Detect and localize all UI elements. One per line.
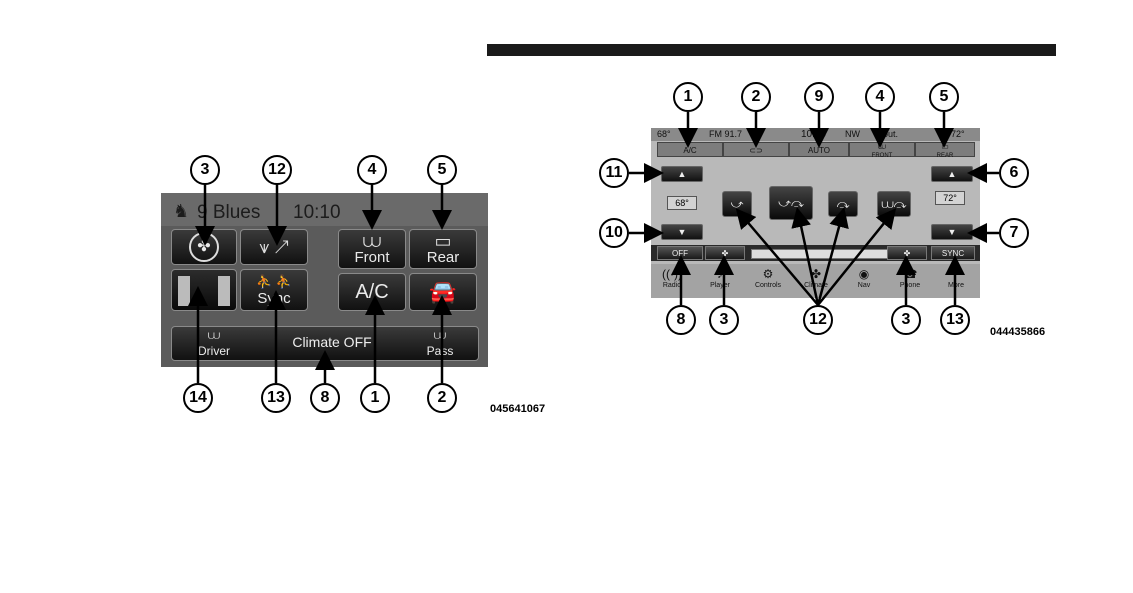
callout-5: 5 (929, 82, 959, 112)
status-outside: out. (883, 129, 899, 139)
callout-2: 2 (427, 383, 457, 413)
callout-13: 13 (261, 383, 291, 413)
callout-13: 13 (940, 305, 970, 335)
slider-right-bar (218, 276, 230, 306)
callout-1: 1 (360, 383, 390, 413)
callout-3: 3 (709, 305, 739, 335)
front-label: Front (354, 249, 390, 266)
recirculation-icon: ⊂⊃ (749, 146, 763, 155)
callout-2: 2 (741, 82, 771, 112)
nav-player-label: Player (710, 282, 730, 289)
ac-button[interactable]: A/C (338, 273, 406, 311)
rear-label: Rear (426, 249, 460, 266)
off-label: OFF (672, 249, 688, 258)
airflow-icon: ⤻⤼ (778, 196, 804, 210)
climate-off-label: Climate OFF (292, 334, 372, 350)
callout-11: 11 (599, 158, 629, 188)
mode-bilevel-button[interactable]: ⤻⤼ (769, 186, 813, 220)
status-temp-left: 68° (657, 129, 671, 139)
nav-radio-label: Radio (662, 282, 682, 289)
nav-controls-label: Controls (754, 282, 782, 289)
front-defrost-button[interactable]: ⩊ Front (338, 229, 406, 269)
station-label: 9 Blues (197, 202, 261, 223)
sync-label: SYNC (941, 249, 965, 258)
driver-seat-button[interactable]: ⩊ Driver (184, 328, 244, 359)
callout-3: 3 (190, 155, 220, 185)
tab-auto-label: AUTO (807, 146, 831, 155)
nav-icon: ◉ (858, 267, 870, 281)
callout-6: 6 (999, 158, 1029, 188)
nav-nav-label: Nav (857, 282, 871, 289)
passenger-temp: 72° (935, 191, 965, 205)
sync-seats-icon: ⛹ ⛹ (256, 274, 292, 289)
status-compass: NW (845, 129, 860, 139)
nav-controls[interactable]: ⚙Controls (749, 266, 787, 296)
callout-1: 1 (673, 82, 703, 112)
callout-4: 4 (865, 82, 895, 112)
callout-10: 10 (599, 218, 629, 248)
nav-nav[interactable]: ◉Nav (845, 266, 883, 296)
callout-5: 5 (427, 155, 457, 185)
figure-code-left: 045641067 (490, 403, 546, 415)
seat-heater-icon: ⩊ (207, 328, 221, 342)
callout-4: 4 (357, 155, 387, 185)
callout-8: 8 (310, 383, 340, 413)
nav-climate[interactable]: ✤Climate (797, 266, 835, 296)
climate-off-button[interactable]: Climate OFF (282, 334, 382, 350)
status-temp-right: 72° (951, 129, 965, 139)
callout-14: 14 (183, 383, 213, 413)
section-rule (487, 44, 1056, 56)
callout-7: 7 (999, 218, 1029, 248)
callout-12: 12 (262, 155, 292, 185)
left-climate-screen: ♞ 9 Blues 10:10 ✤ ⩛ ↗ ⩊ Front ▭ Rear ⛹ ⛹… (161, 193, 488, 367)
rear-defrost-button[interactable]: ▭ Rear (409, 229, 477, 269)
fan-icon: ✤ (903, 249, 911, 258)
callout-9: 9 (804, 82, 834, 112)
pass-label: Pass (426, 344, 454, 358)
climate-icon: ✤ (810, 267, 822, 281)
callout-3: 3 (891, 305, 921, 335)
fan-icon: ✤ (721, 249, 729, 258)
driver-temp: 68° (667, 196, 697, 210)
driver-label: Driver (198, 344, 230, 358)
nav-climate-label: Climate (804, 282, 828, 289)
tab-front-label: FRONT (871, 153, 893, 159)
defrost-front-icon: ⩊ (362, 231, 382, 251)
slider-left-bar (178, 276, 190, 306)
figure-code-right: 044435866 (990, 326, 1046, 338)
tab-ac-label: A/C (683, 146, 697, 155)
nav-phone-label: Phone (899, 282, 921, 289)
tab-rear-label: REAR (936, 153, 954, 159)
status-radio: FM 91.7 (709, 129, 743, 139)
clock: 10:10 (293, 202, 341, 223)
callout-8: 8 (666, 305, 696, 335)
right-climate-screen: 68° FM 91.7 10:10 NW out. 72° A/C ⊂⊃ AUT… (651, 128, 980, 298)
airflow-icon: ⤻ (730, 197, 744, 211)
status-bar: ♞ 9 Blues 10:10 (161, 193, 488, 226)
callout-12: 12 (803, 305, 833, 335)
radio-icon: ♞ (173, 201, 190, 221)
defrost-rear-icon: ▭ (434, 231, 452, 251)
airflow-icon: ⩊⤼ (881, 197, 907, 211)
controls-icon: ⚙ (762, 267, 774, 281)
passenger-temp-down-button[interactable]: ▼ (931, 224, 973, 240)
